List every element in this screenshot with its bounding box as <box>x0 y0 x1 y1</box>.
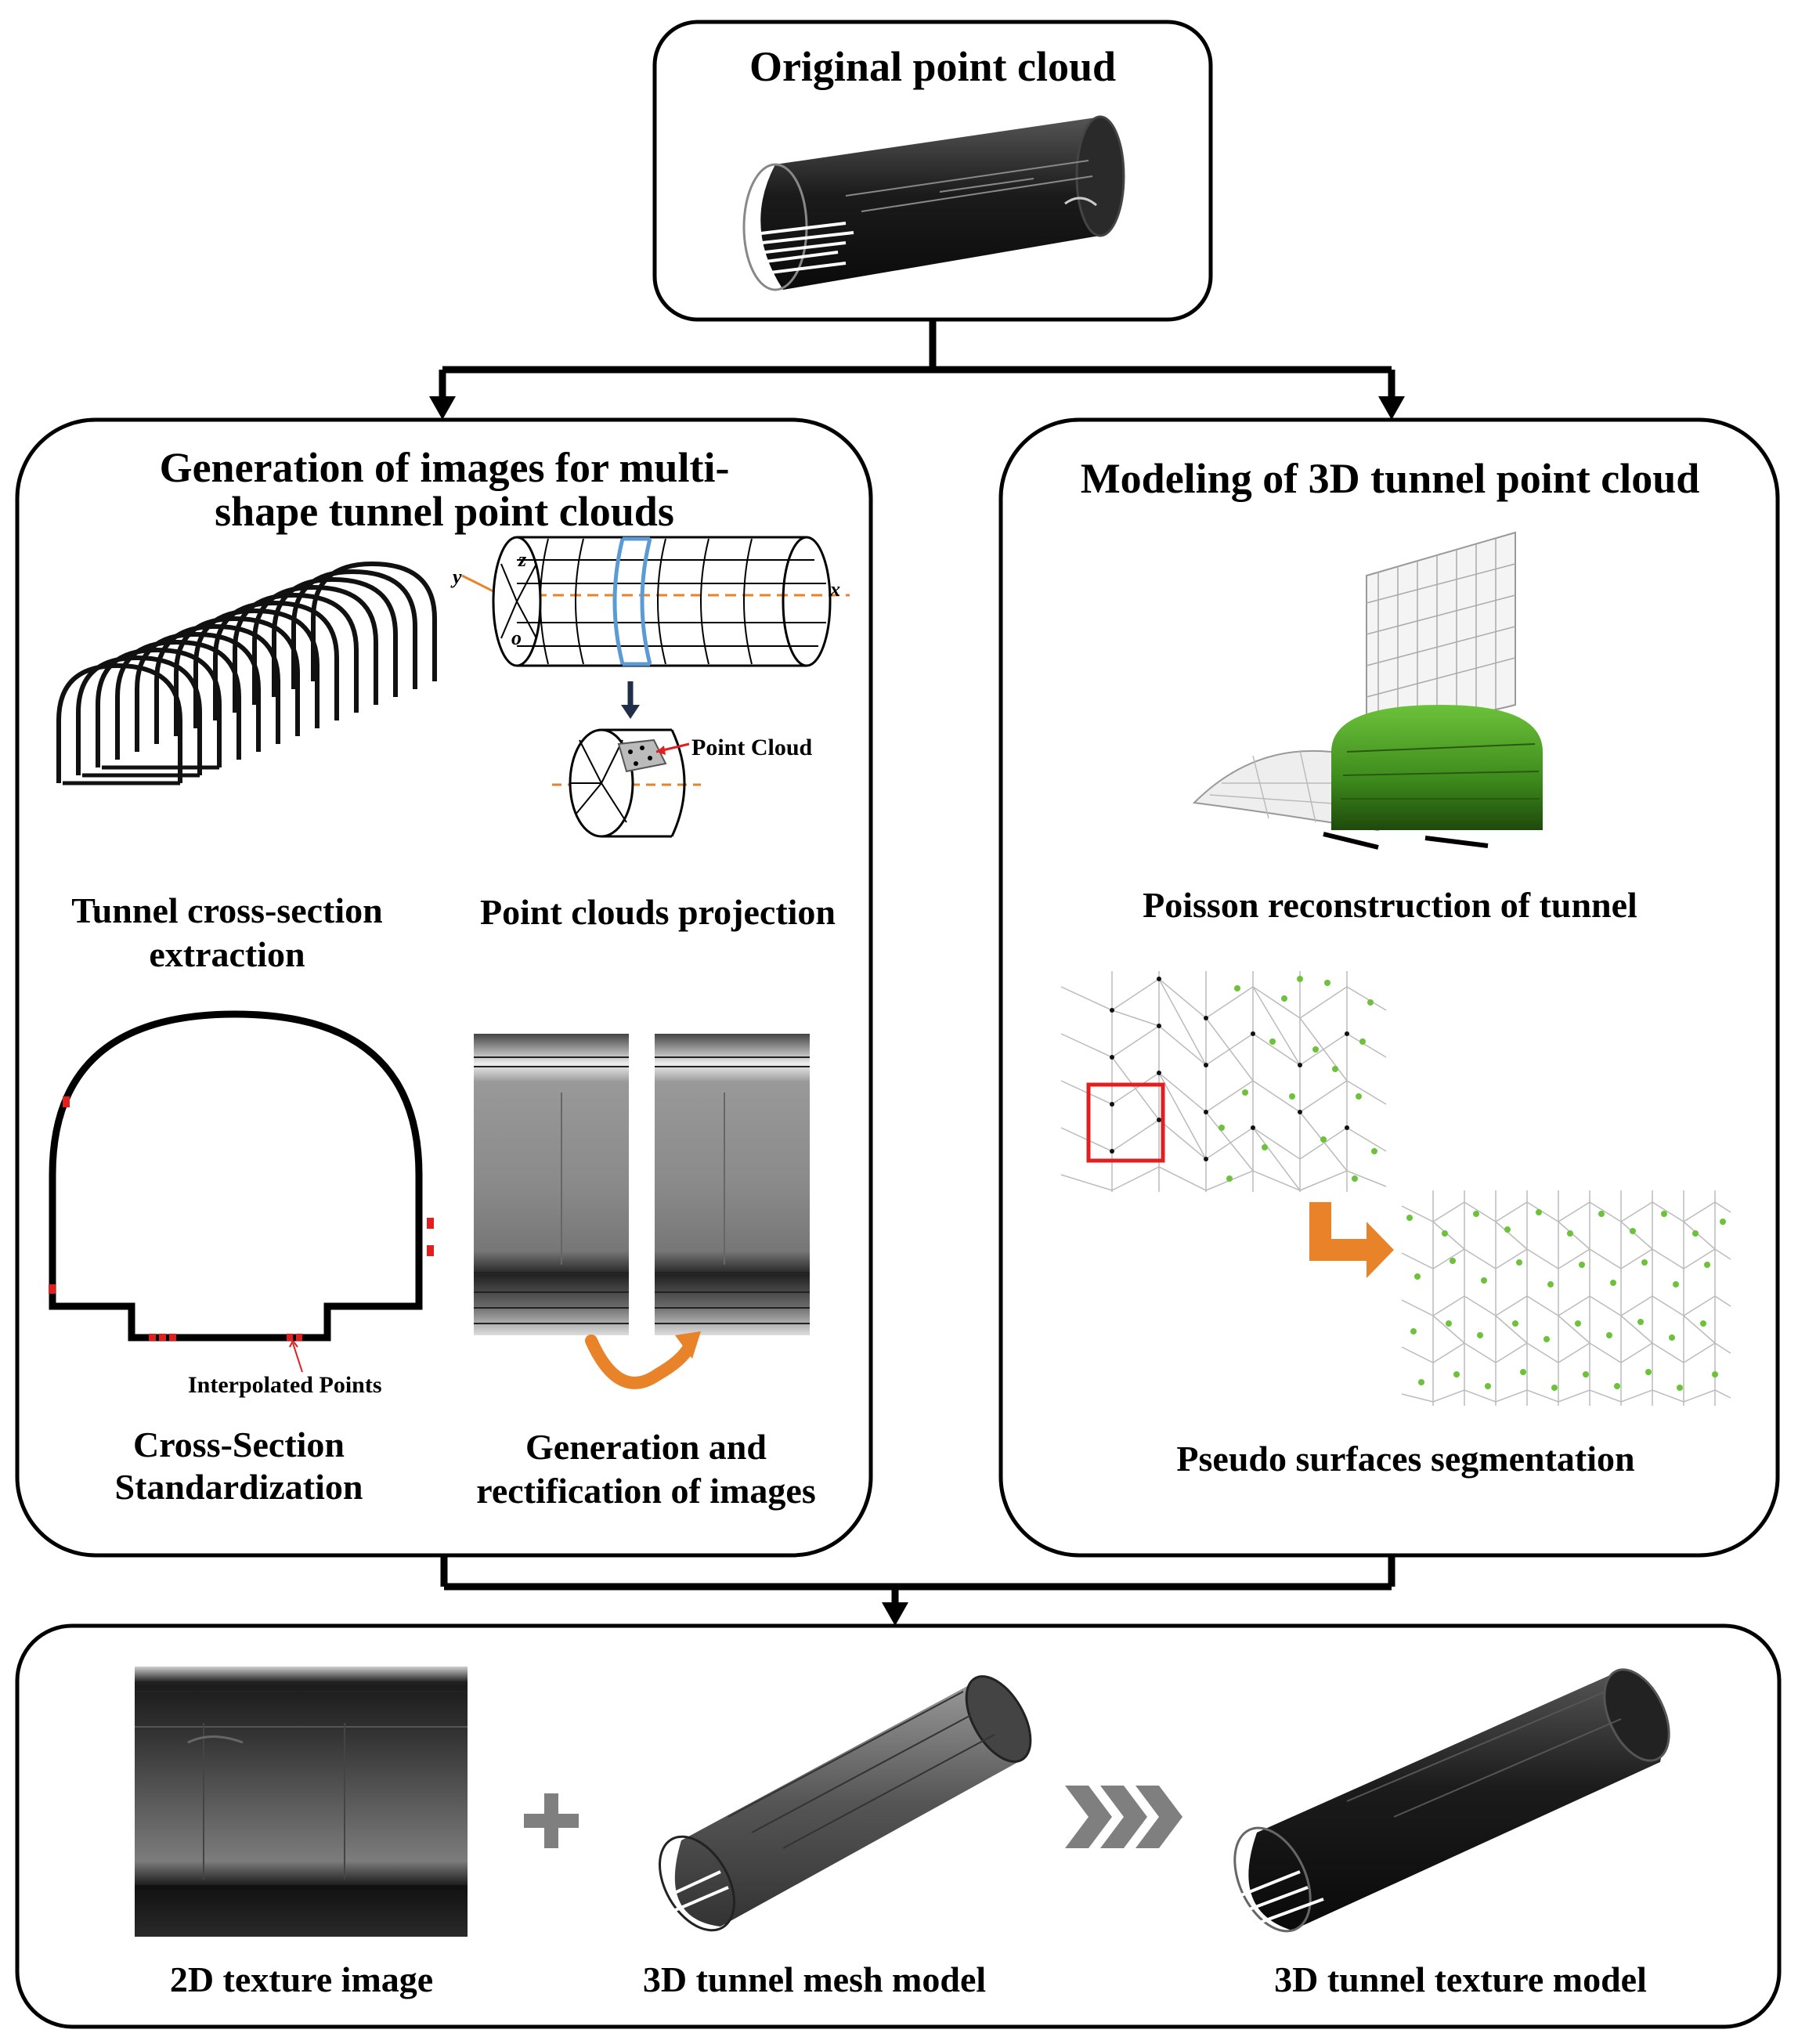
textured-tunnel-icon <box>1233 1668 1670 1933</box>
segmented-surface-icon <box>1401 1190 1731 1406</box>
segmentation-label: Pseudo surfaces segmentation <box>1176 1439 1635 1479</box>
left-panel-title-line2: shape tunnel point clouds <box>215 488 674 535</box>
texture-image-label: 2D texture image <box>169 1959 434 1999</box>
interpolated-points-callout: Interpolated Points <box>188 1372 382 1398</box>
poisson-mesh-icon <box>1192 531 1543 850</box>
segmentation-arrow-icon <box>1309 1202 1394 1278</box>
split-connector <box>439 320 1395 398</box>
texture-model-label: 3D tunnel texture model <box>1274 1959 1647 1999</box>
point-cloud-callout: Point Cloud <box>691 735 813 760</box>
left-panel <box>15 417 873 1558</box>
standardization-label-line1: Cross-Section <box>132 1425 345 1464</box>
highlight-box <box>1086 1082 1165 1163</box>
axis-y-label: y <box>453 565 462 588</box>
origin-label: o <box>511 627 522 649</box>
arrow-head-bottom <box>882 1602 908 1626</box>
top-title: Original point cloud <box>749 43 1117 90</box>
axis-z-label: z <box>518 548 527 571</box>
rectified-image <box>655 1034 810 1335</box>
rectify-arrow-icon <box>585 1334 695 1389</box>
axis-x-label: x <box>830 578 840 601</box>
tunnel-point-cloud-icon <box>742 115 1125 291</box>
arrow-head-right <box>1378 396 1405 420</box>
cross-section-rings-icon <box>56 561 437 785</box>
texture-image-icon <box>135 1667 468 1937</box>
left-panel-title-line1: Generation of images for multi- <box>159 444 730 491</box>
bottom-panel <box>15 1623 1782 2029</box>
chevrons-icon <box>1065 1786 1182 1848</box>
standardized-cross-section-icon <box>49 1010 423 1342</box>
projection-label: Point clouds projection <box>479 892 836 932</box>
mesh-tunnel-icon <box>659 1675 1032 1932</box>
cross-section-extraction-label-line2: extraction <box>149 934 305 974</box>
plus-icon <box>524 1793 579 1848</box>
poisson-label: Poisson reconstruction of tunnel <box>1143 885 1637 925</box>
interpolated-points <box>49 1096 434 1341</box>
standardization-label-line2: Standardization <box>114 1467 363 1507</box>
generated-image <box>474 1034 629 1335</box>
right-panel-title: Modeling of 3D tunnel point cloud <box>1080 455 1700 502</box>
rectification-label-line2: rectification of images <box>476 1471 816 1511</box>
rectification-label-line1: Generation and <box>525 1427 767 1467</box>
cross-section-extraction-label-line1: Tunnel cross-section <box>71 890 383 930</box>
mesh-model-label: 3D tunnel mesh model <box>642 1959 987 1999</box>
merge-connector <box>440 1555 1395 1605</box>
arrow-head-left <box>429 396 456 420</box>
cylinder-projection-icon <box>461 536 850 838</box>
triangulation-icon <box>1060 971 1387 1192</box>
